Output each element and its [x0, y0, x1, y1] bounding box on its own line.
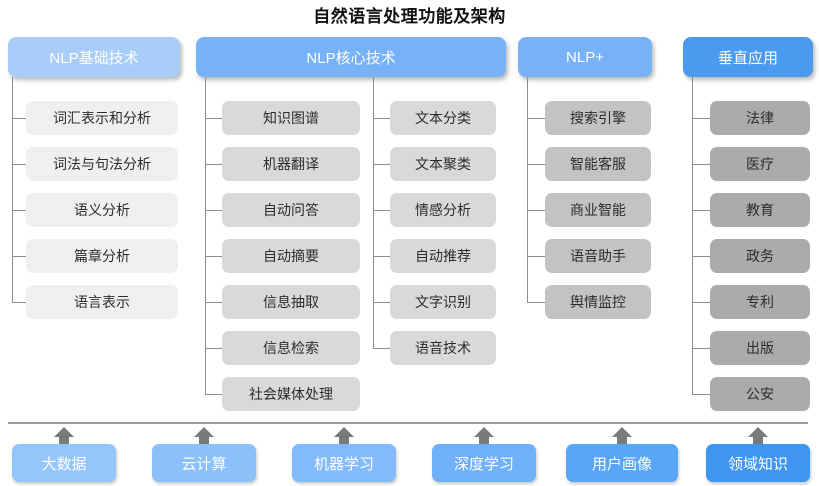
connector-stub	[692, 118, 710, 119]
foundation-item[interactable]: 领域知识	[706, 444, 810, 482]
up-arrow-icon	[333, 426, 355, 448]
leaf-item[interactable]: 政务	[710, 239, 810, 273]
leaf-item[interactable]: 医疗	[710, 147, 810, 181]
leaf-item[interactable]: 词法与句法分析	[26, 147, 178, 181]
foundation-divider	[8, 422, 808, 424]
connector-stub	[205, 394, 222, 395]
leaf-item[interactable]: 自动推荐	[390, 239, 496, 273]
up-arrow-icon	[747, 426, 769, 448]
leaf-item[interactable]: 知识图谱	[222, 101, 360, 135]
connector-trunk-3-1	[527, 77, 528, 302]
connector-stub	[205, 302, 222, 303]
connector-stub	[205, 118, 222, 119]
leaf-item[interactable]: 出版	[710, 331, 810, 365]
leaf-item[interactable]: 文本分类	[390, 101, 496, 135]
leaf-item[interactable]: 语言表示	[26, 285, 178, 319]
connector-stub	[373, 164, 390, 165]
connector-stub	[205, 164, 222, 165]
leaf-item[interactable]: 语音技术	[390, 331, 496, 365]
connector-stub	[12, 118, 26, 119]
connector-stub	[373, 256, 390, 257]
connector-stub	[12, 256, 26, 257]
leaf-item[interactable]: 专利	[710, 285, 810, 319]
connector-stub	[205, 210, 222, 211]
leaf-item[interactable]: 文字识别	[390, 285, 496, 319]
leaf-item[interactable]: 语义分析	[26, 193, 178, 227]
connector-stub	[527, 164, 545, 165]
connector-stub	[205, 348, 222, 349]
up-arrow-icon	[473, 426, 495, 448]
up-arrow-icon	[193, 426, 215, 448]
foundation-item[interactable]: 机器学习	[292, 444, 396, 482]
connector-stub	[373, 118, 390, 119]
connector-trunk-2-2	[373, 77, 374, 348]
leaf-item[interactable]: 搜索引擎	[545, 101, 651, 135]
column-header-1[interactable]: NLP基础技术	[8, 37, 180, 77]
connector-stub	[373, 348, 390, 349]
connector-stub	[692, 256, 710, 257]
connector-stub	[692, 348, 710, 349]
leaf-item[interactable]: 社会媒体处理	[222, 377, 360, 411]
foundation-item[interactable]: 云计算	[152, 444, 256, 482]
leaf-item[interactable]: 舆情监控	[545, 285, 651, 319]
leaf-item[interactable]: 机器翻译	[222, 147, 360, 181]
leaf-item[interactable]: 商业智能	[545, 193, 651, 227]
foundation-item[interactable]: 用户画像	[566, 444, 678, 482]
connector-stub	[527, 210, 545, 211]
connector-stub	[12, 302, 26, 303]
up-arrow-icon	[611, 426, 633, 448]
connector-stub	[692, 210, 710, 211]
page-title: 自然语言处理功能及架构	[313, 7, 506, 26]
leaf-item[interactable]: 信息抽取	[222, 285, 360, 319]
foundation-item[interactable]: 大数据	[12, 444, 116, 482]
connector-stub	[692, 302, 710, 303]
connector-stub	[12, 164, 26, 165]
connector-trunk-2-1	[205, 77, 206, 394]
connector-stub	[12, 210, 26, 211]
leaf-item[interactable]: 语音助手	[545, 239, 651, 273]
connector-stub	[527, 256, 545, 257]
leaf-item[interactable]: 词汇表示和分析	[26, 101, 178, 135]
leaf-item[interactable]: 篇章分析	[26, 239, 178, 273]
leaf-item[interactable]: 文本聚类	[390, 147, 496, 181]
connector-trunk-1-1	[12, 77, 13, 302]
leaf-item[interactable]: 自动问答	[222, 193, 360, 227]
connector-stub	[527, 118, 545, 119]
connector-stub	[205, 256, 222, 257]
connector-stub	[373, 210, 390, 211]
leaf-item[interactable]: 情感分析	[390, 193, 496, 227]
connector-trunk-4-1	[692, 77, 693, 394]
leaf-item[interactable]: 公安	[710, 377, 810, 411]
leaf-item[interactable]: 法律	[710, 101, 810, 135]
column-header-3[interactable]: NLP+	[518, 37, 652, 77]
foundation-item[interactable]: 深度学习	[432, 444, 536, 482]
leaf-item[interactable]: 教育	[710, 193, 810, 227]
connector-stub	[692, 164, 710, 165]
connector-stub	[527, 302, 545, 303]
column-header-4[interactable]: 垂直应用	[683, 37, 813, 77]
leaf-item[interactable]: 自动摘要	[222, 239, 360, 273]
connector-stub	[373, 302, 390, 303]
connector-stub	[692, 394, 710, 395]
leaf-item[interactable]: 智能客服	[545, 147, 651, 181]
up-arrow-icon	[53, 426, 75, 448]
column-header-2[interactable]: NLP核心技术	[196, 37, 506, 77]
leaf-item[interactable]: 信息检索	[222, 331, 360, 365]
